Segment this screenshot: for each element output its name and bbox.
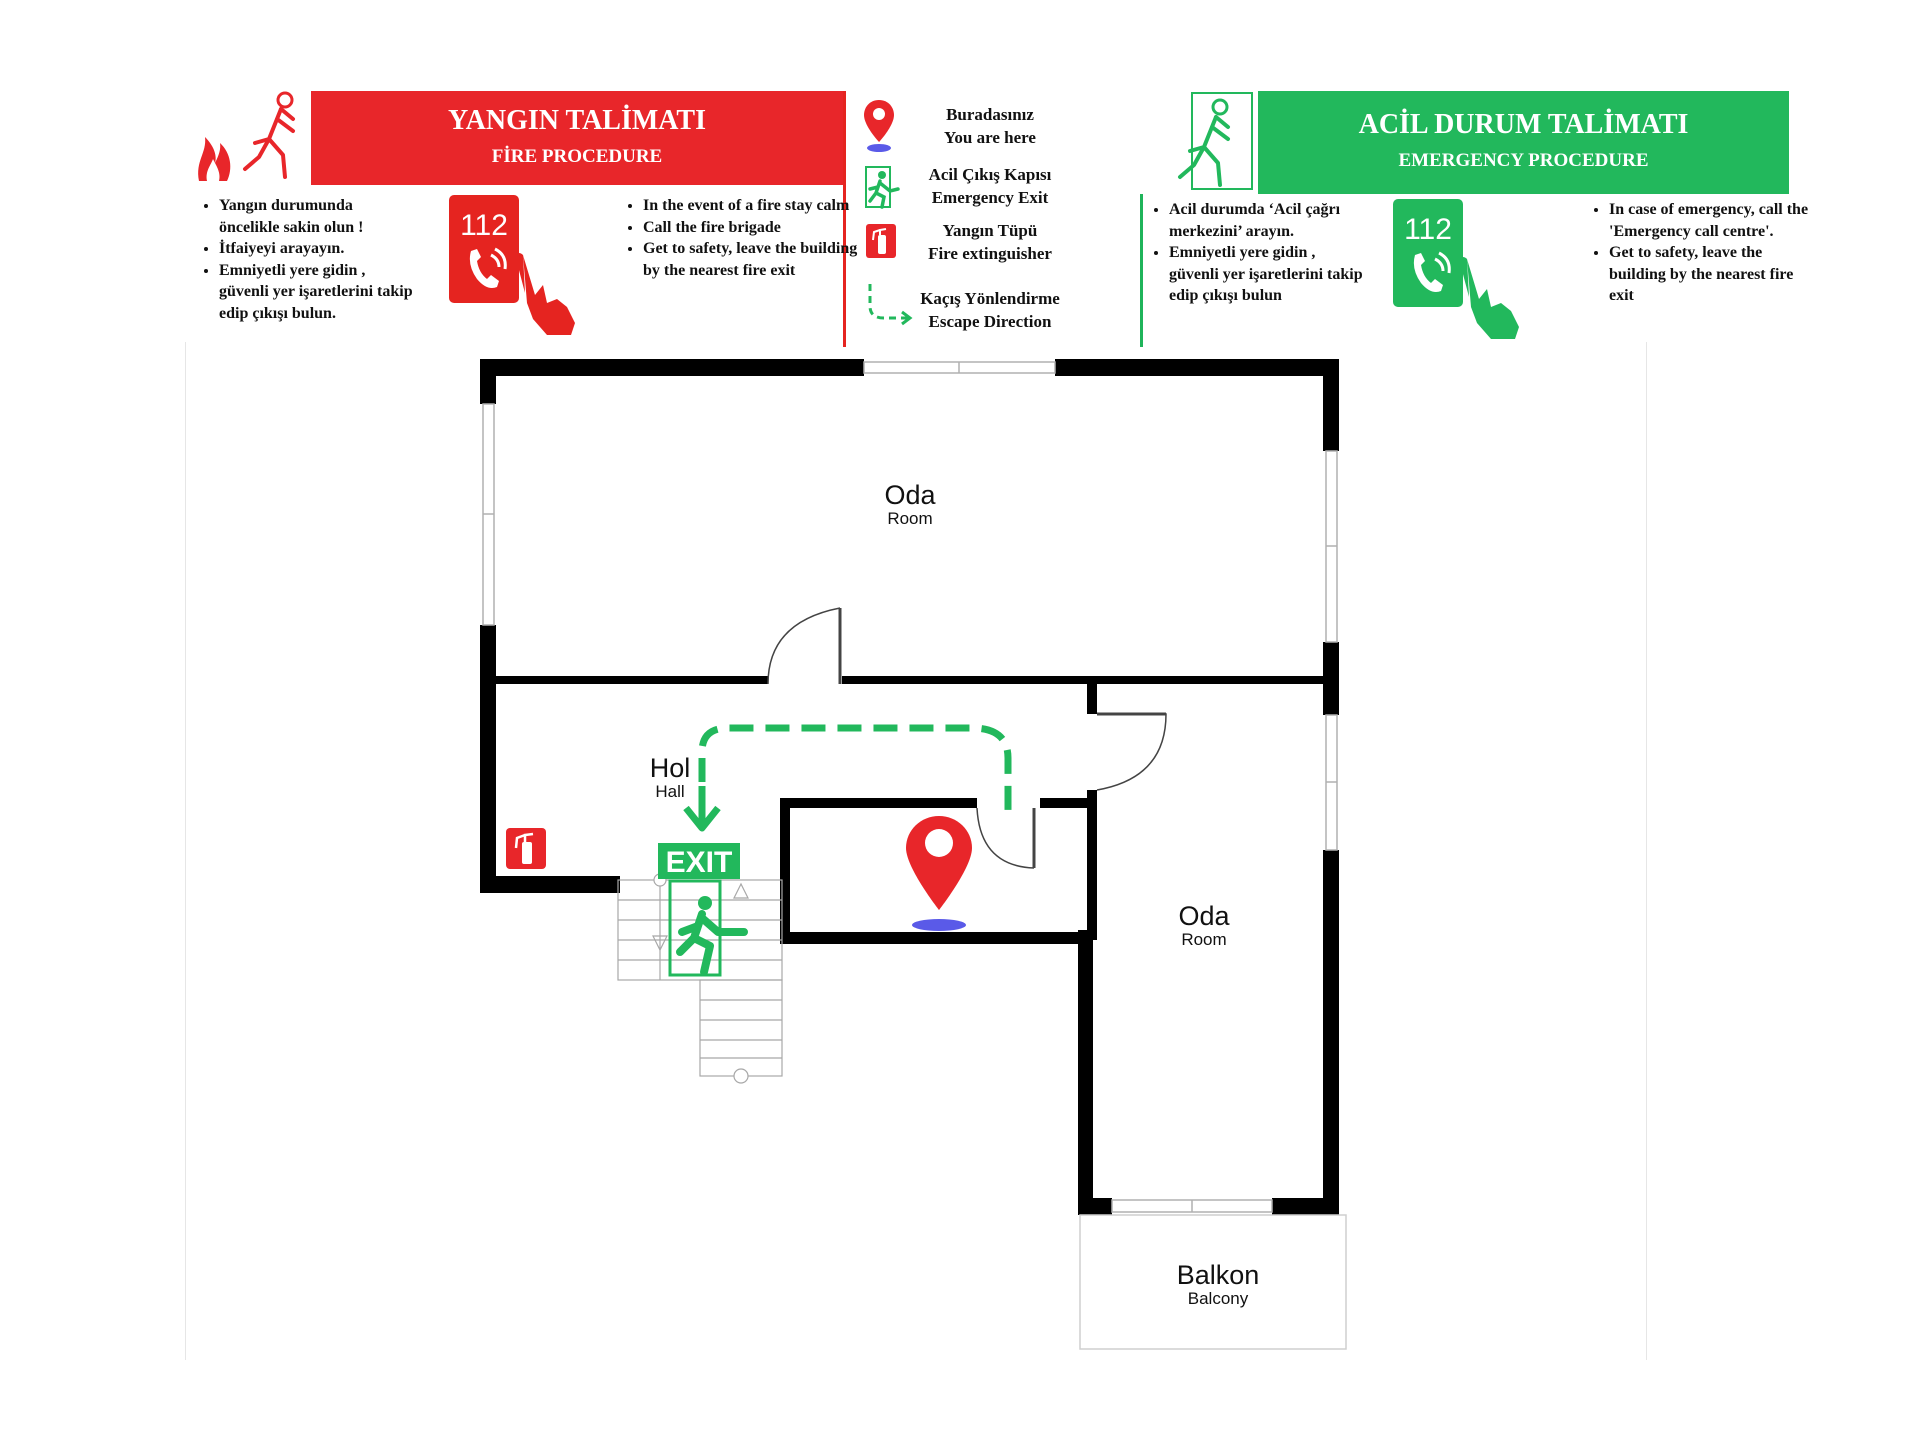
wall bbox=[1055, 359, 1339, 376]
doors bbox=[767, 607, 1167, 869]
fire-panel-title: YANGIN TALİMATI bbox=[447, 105, 706, 136]
escape-arrow-icon bbox=[864, 282, 914, 333]
emergency-panel-header: ACİL DURUM TALİMATI EMERGENCY PROCEDURE bbox=[1140, 91, 1789, 194]
emergency-procedure-panel: ACİL DURUM TALİMATI EMERGENCY PROCEDURE … bbox=[1140, 91, 1808, 347]
balcony-outline bbox=[1079, 1214, 1347, 1350]
wall bbox=[842, 676, 1339, 684]
instruction-item: Call the fire brigade bbox=[643, 217, 869, 239]
legend-you-are-here: Buradasınız You are here bbox=[944, 105, 1036, 147]
emergency-phone-icon: 112 bbox=[449, 195, 589, 340]
fire-procedure-panel: YANGIN TALİMATI FİRE PROCEDURE Yangın du… bbox=[193, 91, 857, 347]
wall bbox=[780, 798, 790, 944]
wall bbox=[1323, 359, 1339, 451]
walls bbox=[480, 359, 1339, 1215]
legend-emergency-exit: Acil Çıkış Kapısı Emergency Exit bbox=[928, 165, 1052, 207]
instruction-item: In the event of a fire stay calm bbox=[643, 195, 869, 217]
instruction-item: Acil durumda ‘Acil çağrı merkezini’ aray… bbox=[1169, 199, 1369, 242]
running-man-icon bbox=[676, 896, 748, 976]
fire-instructions-en: In the event of a fire stay calm Call th… bbox=[617, 195, 869, 281]
wall bbox=[1040, 798, 1097, 808]
escape-arrow-head bbox=[683, 805, 721, 832]
location-pin-icon bbox=[906, 816, 972, 931]
wall bbox=[1087, 790, 1097, 940]
phone-number: 112 bbox=[1404, 213, 1452, 246]
fire-panel-header: YANGIN TALİMATI FİRE PROCEDURE bbox=[193, 91, 843, 185]
wall bbox=[780, 798, 977, 808]
door-swing bbox=[976, 807, 1035, 869]
exit-sign-label: EXIT bbox=[666, 846, 733, 879]
exit-sign: EXIT bbox=[658, 843, 740, 977]
wall bbox=[480, 625, 496, 893]
wall bbox=[1087, 684, 1097, 714]
fire-extinguisher-icon bbox=[866, 224, 896, 263]
room-label: Hol Hall bbox=[649, 753, 691, 801]
instruction-item: Yangın durumunda öncelikle sakin olun ! bbox=[219, 195, 414, 238]
wall bbox=[496, 676, 768, 684]
room-label: Oda Room bbox=[884, 480, 936, 528]
emergency-phone-icon: 112 bbox=[1393, 199, 1533, 344]
emergency-panel-title: ACİL DURUM TALİMATI bbox=[1358, 109, 1689, 140]
door-swing bbox=[767, 607, 841, 685]
running-person-icon bbox=[1140, 91, 1258, 194]
instruction-item: In case of emergency, call the 'Emergenc… bbox=[1609, 199, 1815, 242]
plan-board bbox=[185, 342, 1647, 1360]
wall bbox=[480, 876, 620, 893]
phone-number: 112 bbox=[460, 209, 508, 242]
room-label: Balkon Balcony bbox=[1176, 1260, 1260, 1308]
emergency-exit-icon bbox=[864, 165, 900, 214]
wall bbox=[1323, 850, 1339, 1215]
wall bbox=[1078, 930, 1093, 1215]
wall bbox=[1272, 1198, 1339, 1215]
instruction-item: Get to safety, leave the building by the… bbox=[643, 238, 869, 281]
emergency-instructions-en: In case of emergency, call the 'Emergenc… bbox=[1583, 199, 1815, 307]
legend-escape-direction: Kaçış Yönlendirme Escape Direction bbox=[920, 289, 1060, 331]
door-swing bbox=[1096, 713, 1167, 791]
fire-extinguisher-icon bbox=[506, 828, 546, 869]
emergency-instructions-tr: Acil durumda ‘Acil çağrı merkezini’ aray… bbox=[1143, 199, 1369, 307]
room-label: Oda Room bbox=[1178, 901, 1230, 949]
wall bbox=[780, 932, 1093, 944]
instruction-item: Get to safety, leave the building by the… bbox=[1609, 242, 1815, 307]
wall bbox=[480, 359, 496, 404]
emergency-panel-subtitle: EMERGENCY PROCEDURE bbox=[1398, 150, 1649, 171]
instruction-item: Emniyetli yere gidin , güvenli yer işare… bbox=[1169, 242, 1369, 307]
legend-fire-extinguisher: Yangın Tüpü Fire extinguisher bbox=[928, 221, 1052, 263]
escape-route bbox=[698, 724, 1012, 818]
fire-panel-subtitle: FİRE PROCEDURE bbox=[491, 146, 663, 167]
instruction-item: İtfaiyeyi arayayın. bbox=[219, 238, 414, 260]
fire-escape-icon bbox=[193, 91, 311, 185]
location-pin-icon bbox=[862, 98, 896, 159]
instruction-item: Emniyetli yere gidin , güvenli yer işare… bbox=[219, 260, 414, 325]
fire-instructions-tr: Yangın durumunda öncelikle sakin olun ! … bbox=[193, 195, 414, 324]
wall bbox=[480, 359, 864, 376]
windows bbox=[482, 361, 1338, 1213]
